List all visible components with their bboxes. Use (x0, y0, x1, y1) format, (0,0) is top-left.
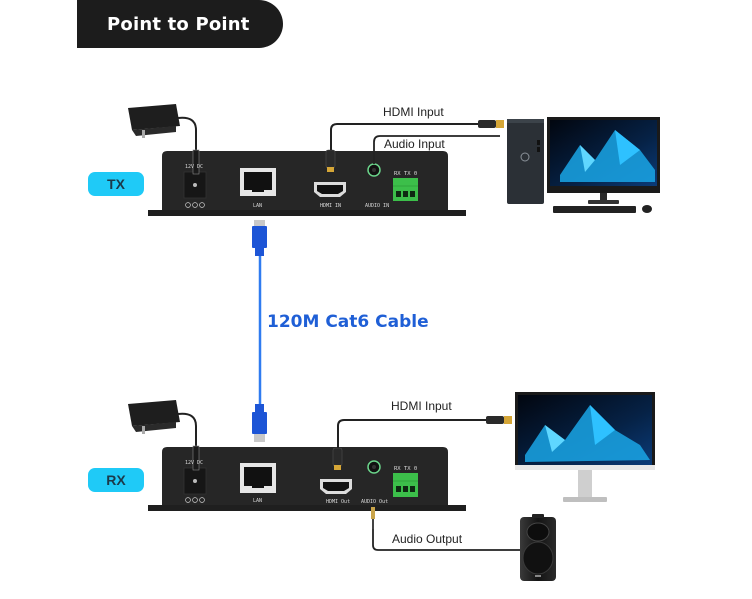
tx-lan-port (240, 168, 276, 196)
rx-serial-label: RX TX 0 (394, 466, 417, 472)
rx-power-adapter-icon (128, 400, 197, 456)
cable-label: 120M Cat6 Cable (267, 312, 429, 332)
rx-audio-cable (371, 507, 522, 551)
tx-hdmi-port-label: HDMI IN (320, 203, 341, 209)
tx-mount-flange (148, 210, 466, 216)
rx-mount-flange (148, 505, 466, 511)
rx-power-label: 12V DC (185, 460, 203, 466)
tx-hdmi-port (314, 182, 346, 197)
rx-hdmi-port (320, 479, 352, 494)
mouse-icon (642, 205, 652, 213)
pc-tower-icon (507, 119, 544, 204)
tx-power-adapter-icon (128, 104, 197, 160)
pc-monitor-icon (547, 117, 660, 204)
tx-audio-port-label: AUDIO IN (365, 203, 389, 209)
title-banner: Point to Point (77, 0, 283, 48)
rx-lan-label: LAN (253, 498, 262, 504)
tx-badge: TX (88, 172, 144, 196)
tx-power-label: 12V DC (185, 164, 203, 170)
rx-audio-label: Audio Output (392, 532, 463, 546)
cat6-cable (252, 220, 267, 442)
rx-hdmi-port-label: HDMI Out (326, 499, 350, 505)
page-title: Point to Point (107, 13, 250, 35)
rx-hdmi-plug-icon (486, 416, 512, 424)
speaker-icon (520, 514, 556, 581)
tx-hdmi-label: HDMI Input (383, 105, 444, 119)
keyboard-icon (553, 206, 636, 213)
tx-lan-label: LAN (253, 203, 262, 209)
rx-audio-port-label: AUDIO Out (361, 499, 388, 505)
rx-hdmi-label: HDMI Input (391, 399, 452, 413)
tx-hdmi-plug-icon (478, 120, 504, 128)
tx-terminal-block (393, 178, 418, 201)
rx-monitor-icon (515, 392, 655, 502)
rx-device: 12V DC LAN HDMI Out AUDIO Out RX TX 0 (148, 419, 490, 511)
tx-device: 12V DC LAN HDMI IN AUDIO IN RX TX 0 (148, 123, 500, 216)
rx-terminal-block (393, 473, 418, 497)
tx-audio-label: Audio Input (384, 137, 445, 151)
tx-serial-label: RX TX 0 (394, 171, 417, 177)
rx-lan-port (240, 463, 276, 493)
rx-badge: RX (88, 468, 144, 492)
